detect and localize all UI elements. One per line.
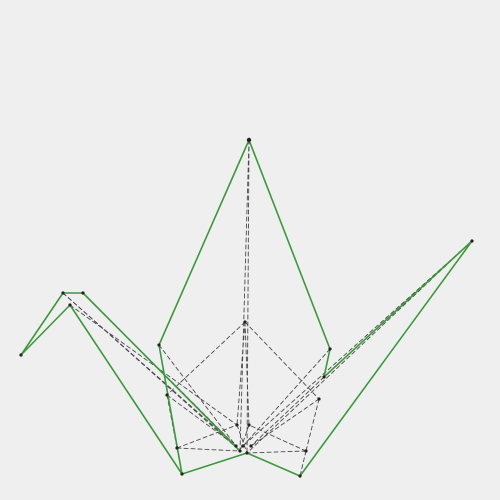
fold-line [239,139,250,452]
vertex-point [81,291,85,295]
fold-line [250,398,320,447]
fold-line [242,348,331,447]
vertex-point [68,303,72,307]
outline-edge [248,139,331,350]
fold-line [239,424,250,452]
outline-edge [299,240,473,477]
fold-line [236,424,248,454]
outline-edge [69,304,183,475]
vertex-point [180,472,184,476]
fold-line [236,321,246,426]
vertex-point [157,343,161,347]
vertex-point [234,444,238,448]
fold-line [176,424,238,449]
fold-line [246,139,250,454]
vertex-point [470,239,474,243]
outline-edge [82,292,241,452]
outline-edge [323,240,473,378]
outline-edge [246,452,301,477]
outline-edges [20,139,473,477]
fold-line [176,447,241,452]
vertex-point [304,449,308,453]
fold-line [69,304,238,426]
fold-line [250,376,325,447]
fold-line [62,292,241,452]
vertex-point [317,397,321,401]
fold-line [62,292,237,447]
outline-edge [20,304,71,356]
vertex-point [298,474,302,478]
fold-lines [62,139,473,477]
vertex-point [165,393,169,397]
vertex-point [249,444,253,448]
vertex-point [241,444,245,448]
outline-edge [181,452,248,475]
vertex-point [328,347,332,351]
fold-line [166,394,237,447]
vertices [19,137,474,478]
outline-edge [323,348,331,378]
outline-edge [158,139,250,346]
vertex-point [322,375,326,379]
outline-edge [158,344,183,475]
vertex-point [246,137,252,143]
vertex-point [245,451,249,455]
fold-line [305,398,320,452]
vertex-point [19,353,23,357]
fold-line [244,321,320,400]
vertex-point [238,449,242,453]
outline-edge [20,292,64,356]
fold-line [299,450,307,477]
vertex-point [243,320,247,324]
vertex-point [235,423,239,427]
vertex-point [61,291,65,295]
fold-line [248,424,307,452]
fold-line [244,321,250,426]
fold-line [246,450,307,454]
fold-line [166,321,246,396]
vertex-point [175,446,179,450]
vertex-point [247,423,251,427]
fold-line [158,344,237,447]
